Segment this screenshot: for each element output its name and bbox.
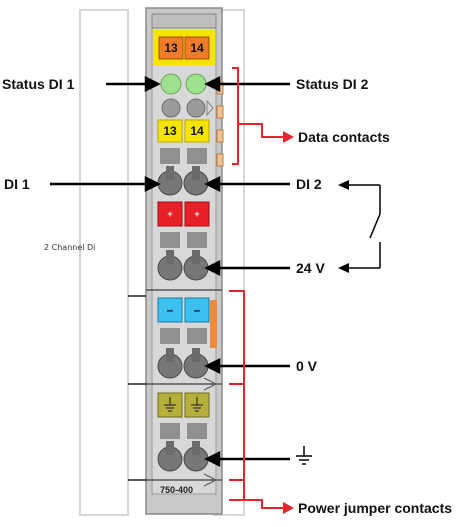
label-di2: DI 2	[296, 176, 322, 192]
terminal-minus-left	[157, 297, 183, 323]
arrowhead	[204, 357, 221, 375]
label-24v: 24 V	[296, 260, 325, 276]
terminal-minus-right	[184, 297, 210, 323]
arrowhead	[204, 259, 221, 277]
arrowhead	[204, 175, 221, 193]
release-block	[187, 148, 207, 164]
terminal-14-label: 14	[190, 124, 204, 138]
clamp-slot	[192, 441, 200, 455]
release-block	[187, 232, 207, 248]
terminal-top-left	[158, 36, 184, 60]
terminal-plus-left	[157, 201, 183, 227]
data-contact-4	[216, 153, 224, 167]
switch-wiring	[346, 184, 381, 269]
release-block	[187, 423, 207, 439]
label-channel-note: 2 Channel Di	[44, 243, 96, 252]
jumper-marker	[203, 377, 218, 391]
clamp-slot	[166, 250, 174, 264]
earth-icon	[296, 446, 312, 465]
release-block	[160, 232, 180, 248]
data-contact-3	[216, 129, 224, 143]
clamp-slot	[192, 250, 200, 264]
data-contact-2	[216, 105, 224, 119]
jumper-marker	[203, 473, 218, 487]
power-jumper-bracket	[229, 290, 245, 501]
led-off-left	[161, 98, 181, 118]
terminal-top-right-label: 14	[190, 41, 204, 55]
terminal-minus-right-label: –	[193, 303, 201, 317]
left-rail	[79, 9, 129, 516]
data-contacts-arrow	[238, 123, 286, 138]
terminal-14	[184, 119, 210, 143]
arrowhead	[283, 502, 294, 514]
arrowhead	[204, 450, 221, 468]
clamp-slot	[192, 348, 200, 362]
terminal-top-left-label: 13	[164, 41, 178, 55]
clamp-slot	[166, 166, 174, 180]
label-status-di2: Status DI 2	[296, 76, 369, 92]
arrowhead	[144, 175, 161, 193]
terminal-top-right	[184, 36, 210, 60]
terminal-minus-left-label: –	[166, 303, 174, 317]
label-data-contacts: Data contacts	[298, 129, 390, 145]
model-number: 750-400	[160, 485, 194, 495]
power-jumper-arrow	[244, 499, 286, 509]
terminal-13-label: 13	[163, 124, 177, 138]
terminal-plus-right	[184, 201, 210, 227]
led-status-di1	[160, 73, 182, 95]
arrowhead	[338, 263, 349, 273]
release-block	[187, 328, 207, 344]
release-block	[160, 328, 180, 344]
led-off-right	[186, 98, 206, 118]
top-clip	[151, 13, 217, 29]
arrowhead	[283, 131, 294, 143]
power-jumper-orange	[210, 300, 217, 348]
clamp-slot	[192, 166, 200, 180]
terminal-13	[157, 119, 183, 143]
arrowhead	[144, 75, 161, 93]
led-marker	[206, 99, 214, 117]
label-power-jumper: Power jumper contacts	[298, 500, 453, 516]
arrowhead	[204, 75, 221, 93]
ground-icon	[191, 397, 203, 412]
clamp-slot	[166, 348, 174, 362]
clamp-slot	[166, 441, 174, 455]
release-block	[160, 423, 180, 439]
ground-icon	[164, 397, 176, 412]
terminal-plus-left-label: +	[167, 209, 173, 219]
data-contacts-bracket	[232, 67, 239, 165]
label-0v: 0 V	[296, 358, 318, 374]
terminal-plus-right-label: +	[194, 209, 200, 219]
release-block	[160, 148, 180, 164]
label-status-di1: Status DI 1	[2, 76, 75, 92]
label-di1: DI 1	[4, 176, 30, 192]
arrowhead	[338, 180, 349, 190]
led-status-di2	[185, 73, 207, 95]
